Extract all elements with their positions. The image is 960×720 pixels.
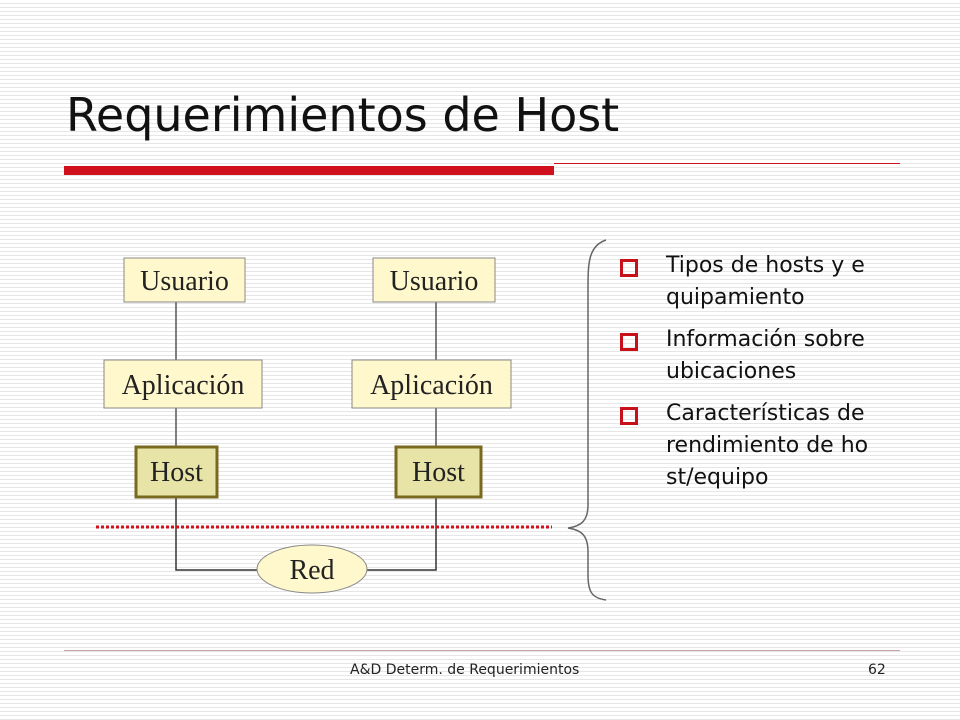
bullet-list: Tipos de hosts y equipamiento Informació…	[620, 250, 880, 504]
footer-label: A&D Determ. de Requerimientos	[350, 662, 580, 678]
right-user-box: Usuario	[372, 257, 496, 303]
left-application-label: Aplicación	[122, 370, 245, 401]
right-host-box: Host	[394, 445, 483, 499]
title-rule	[554, 163, 900, 164]
slide-title: Requerimientos de Host	[66, 88, 620, 142]
bullet-text: Información sobre ubicaciones	[666, 327, 865, 384]
bullet-text: Características de rendimiento de host/e…	[666, 401, 869, 490]
hollow-square-bullet-icon	[620, 333, 638, 351]
bullet-item: Tipos de hosts y equipamiento	[620, 250, 880, 314]
connector-left-host-network	[175, 497, 262, 571]
network-label: Red	[289, 555, 334, 586]
title-accent-bar	[64, 166, 554, 175]
hollow-square-bullet-icon	[620, 259, 638, 277]
bullet-item: Características de rendimiento de host/e…	[620, 398, 880, 494]
left-application-box: Aplicación	[103, 359, 263, 409]
connector-right-host-network	[362, 497, 437, 571]
right-application-box: Aplicación	[351, 359, 512, 409]
left-host-label: Host	[150, 457, 203, 488]
left-user-label: Usuario	[140, 266, 229, 297]
network-node: Red	[256, 544, 368, 594]
page-number: 62	[868, 662, 886, 678]
brace-shape	[567, 239, 607, 601]
left-host-box: Host	[134, 445, 219, 499]
bullet-text: Tipos de hosts y equipamiento	[666, 253, 865, 310]
left-user-box: Usuario	[123, 257, 246, 303]
hollow-square-bullet-icon	[620, 407, 638, 425]
right-user-label: Usuario	[390, 266, 479, 297]
bullet-item: Información sobre ubicaciones	[620, 324, 880, 388]
footer-rule	[64, 650, 900, 651]
right-application-label: Aplicación	[370, 370, 493, 401]
right-host-label: Host	[412, 457, 465, 488]
